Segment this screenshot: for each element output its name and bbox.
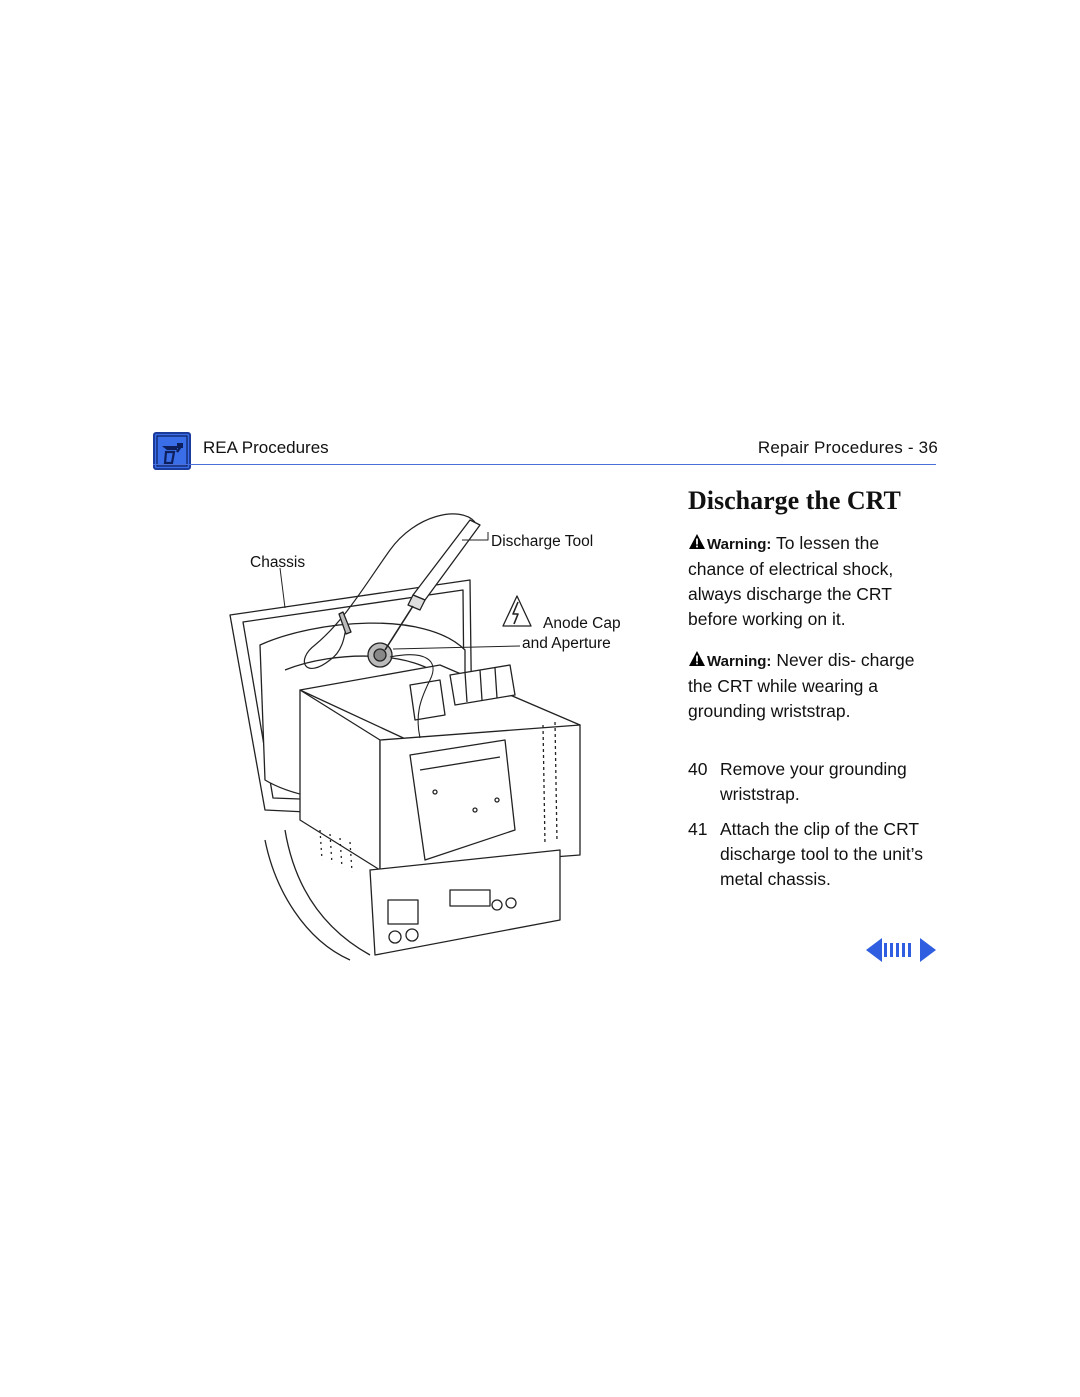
callout-aperture: and Aperture [522,635,611,652]
page-label: Repair Procedures - 36 [757,438,938,457]
step-item: 41 Attach the clip of the CRT discharge … [688,817,938,892]
warning-triangle-icon [689,534,705,549]
callout-anode-cap: Anode Cap [543,615,621,632]
section-title: REA Procedures [203,438,329,457]
callout-discharge-tool: Discharge Tool [491,533,594,550]
warning-paragraph-1: Warning: To lessen the chance of electri… [688,531,938,632]
step-item: 40 Remove your grounding wriststrap. [688,757,938,807]
step-text: Attach the clip of the CRT discharge too… [720,819,924,889]
toolbox-icon [153,432,191,470]
step-number: 41 [688,819,708,839]
warning-text: Never dis- charge the CRT while wearing … [688,650,915,721]
crt-discharge-illustration [229,513,581,961]
warning-triangle-icon [689,651,705,666]
header-rule [153,464,936,465]
warning-text: To lessen the chance of electrical shock… [688,533,894,629]
page-navigation-arrows-icon[interactable] [866,937,936,963]
step-number: 40 [688,759,708,779]
warning-label: Warning: [707,653,772,670]
warning-label: Warning: [707,536,772,553]
step-text: Remove your grounding wriststrap. [720,759,907,804]
callout-chassis: Chassis [250,554,306,571]
page-title: Discharge the CRT [688,486,901,515]
warning-paragraph-2: Warning: Never dis- charge the CRT while… [688,648,938,724]
